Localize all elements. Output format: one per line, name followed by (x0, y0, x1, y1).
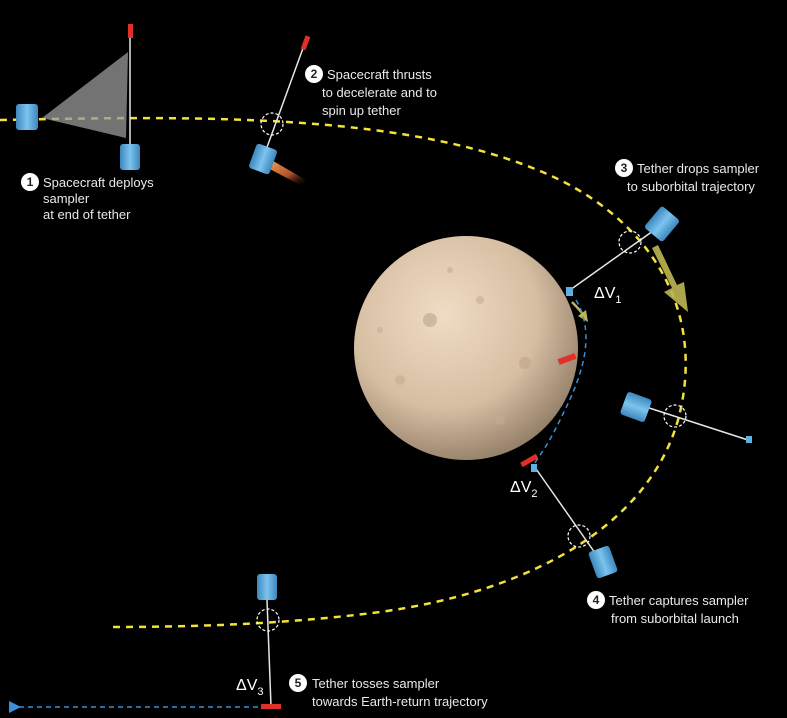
delta-v-3-label: ΔV3 (236, 677, 263, 698)
step-number: 3 (621, 161, 628, 175)
spacecraft-body (620, 392, 652, 422)
spin-indicator (618, 230, 642, 254)
tether-line (639, 404, 749, 441)
delta-v-2-label: ΔV2 (510, 479, 537, 500)
step-text-line: towards Earth-return trajectory (312, 694, 488, 709)
orbit-spacecraft-group (620, 392, 752, 443)
step-badge (615, 159, 633, 177)
step4-spacecraft-group (520, 453, 618, 579)
step-text-line: Tether drops sampler (637, 161, 760, 176)
delta-v-1-label: ΔV1 (594, 285, 621, 306)
step-text-line: Spacecraft thrusts (327, 67, 432, 82)
step-number: 5 (295, 676, 302, 690)
sampler-red-tip (261, 704, 281, 709)
step-text-line: Spacecraft deploys (43, 175, 154, 190)
step-text-line: to suborbital trajectory (627, 179, 755, 194)
step2-spacecraft-group (249, 35, 311, 186)
spacecraft-body (249, 143, 277, 175)
step-number: 4 (593, 593, 600, 607)
step3-spacecraft-group (566, 206, 688, 322)
moon (354, 236, 578, 460)
step-label-2: 2 Spacecraft thrusts to decelerate and t… (305, 65, 437, 118)
step-label-5: 5 Tether tosses sampler towards Earth-re… (289, 674, 488, 709)
spin-indicator (567, 524, 591, 548)
spin-indicator (260, 112, 284, 136)
tether-line (569, 225, 661, 291)
step-number: 2 (311, 67, 318, 81)
sampler-small (566, 287, 573, 296)
suborbital-trajectory (533, 299, 587, 465)
sampler-small (531, 464, 537, 472)
step-text-line: from suborbital launch (611, 611, 739, 626)
tether-deploy-fan (42, 52, 128, 138)
step-text-line: to decelerate and to (322, 85, 437, 100)
step-label-1: 1 Spacecraft deploys sampler at end of t… (21, 173, 154, 222)
sampler-red-tip (128, 24, 133, 38)
sampler-on-surface (557, 353, 577, 365)
step-badge (289, 674, 307, 692)
spacecraft-body (257, 574, 277, 600)
step-text-line: sampler (43, 191, 90, 206)
tether-line (266, 599, 272, 707)
step-label-4: 4 Tether captures sampler from suborbita… (587, 591, 749, 626)
tether-line (533, 465, 601, 561)
spin-indicator (663, 404, 687, 428)
sampler-small (746, 436, 752, 443)
sampler-capsule (120, 144, 140, 170)
step-text-line: Tether tosses sampler (312, 676, 440, 691)
spacecraft-body (588, 545, 618, 579)
tether-line (265, 39, 307, 151)
orbit-path (0, 116, 687, 629)
drop-arrow (652, 245, 688, 312)
step5-spacecraft-group (8, 574, 281, 713)
step-badge (587, 591, 605, 609)
spacecraft-body (16, 104, 38, 130)
step-text-line: Tether captures sampler (609, 593, 749, 608)
step-label-3: 3 Tether drops sampler to suborbital tra… (615, 159, 760, 194)
spacecraft-body (645, 206, 679, 242)
step-badge (21, 173, 39, 191)
sampler-red-tip (300, 35, 311, 51)
thrust-flame (264, 158, 306, 186)
sampler-red-tip (520, 453, 539, 468)
step-text-line: at end of tether (43, 207, 131, 222)
step-badge (305, 65, 323, 83)
step-text-line: spin up tether (322, 103, 401, 118)
step1-spacecraft-group (16, 24, 140, 170)
spin-indicator (256, 608, 280, 632)
step-number: 1 (27, 175, 34, 189)
